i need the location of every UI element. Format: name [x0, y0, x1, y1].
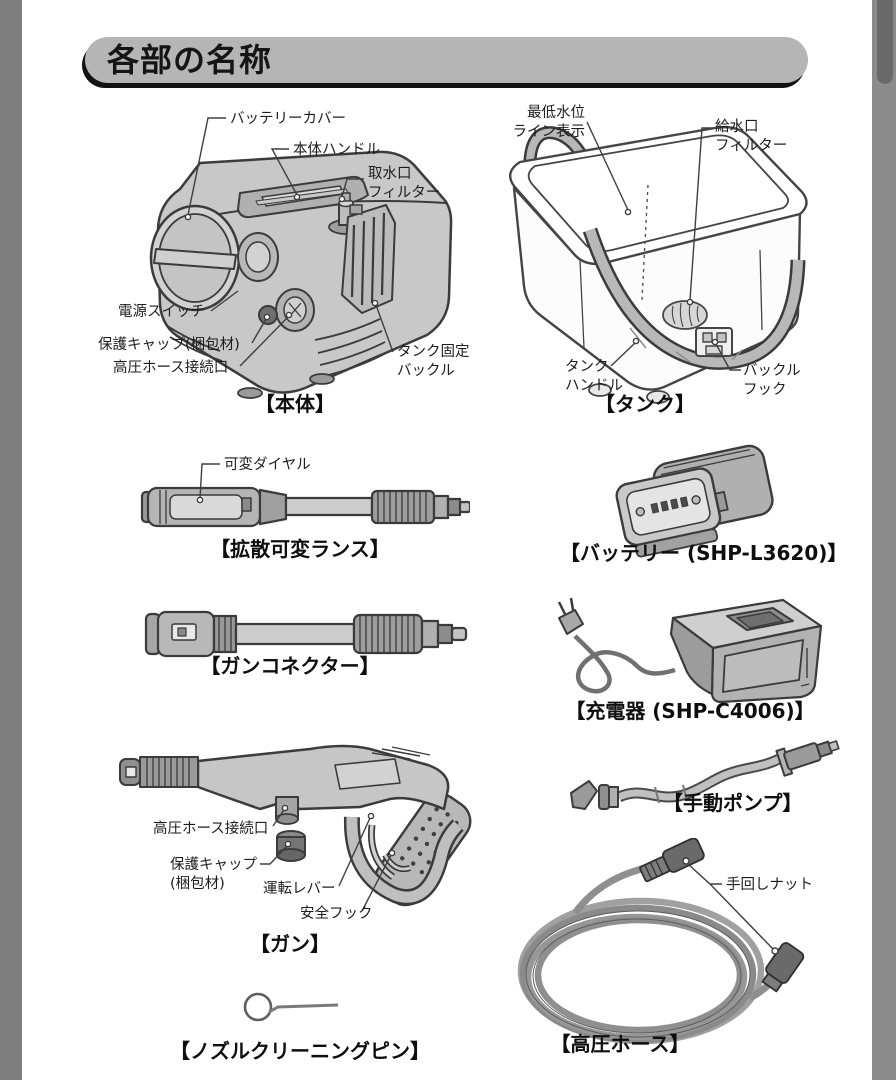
hand-pump-section: 【手動ポンプ】	[555, 735, 855, 830]
label-gun-protective-cap: 保護キャップ (梱包材)	[170, 857, 257, 892]
label-buckle-hook: バックル フック	[743, 363, 801, 398]
hose-illustration	[517, 838, 805, 1045]
lance-section: 可変ダイヤル 【拡散可変ランス】	[130, 448, 470, 563]
cleaning-pin-illustration	[243, 992, 339, 1022]
battery-illustration	[615, 444, 774, 558]
label-tank-handle: タンク ハンドル	[565, 359, 623, 394]
hand-pump-illustration	[570, 740, 840, 810]
label-hand-nut: 手回しナット	[726, 877, 813, 893]
charger-section: 【充電器 (SHP-C4006)】	[545, 588, 845, 723]
gun-illustration	[119, 744, 472, 912]
label-intake-filter: 取水口 フィルター	[368, 166, 441, 201]
scrollbar-thumb[interactable]	[877, 0, 893, 84]
label-body-handle: 本体ハンドル	[293, 142, 380, 158]
hose-section: 手回しナット 【高圧ホース】	[470, 838, 870, 1060]
label-trigger-lever: 運転レバー	[263, 881, 336, 897]
cleaning-pin-section: 【ノズルクリーニングピン】	[130, 985, 470, 1070]
caption-gun-connector: 【ガンコネクター】	[200, 654, 380, 678]
lance-illustration	[140, 463, 470, 528]
section-title-banner: 各部の名称	[85, 37, 808, 83]
page-left-margin	[0, 0, 22, 1080]
tank-section: 最低水位 ライン表示 給水口 フィルター タンク ハンドル バックル フック 【…	[480, 100, 820, 417]
label-battery-cover: バッテリーカバー	[230, 111, 346, 127]
gun-section: 高圧ホース接続口 保護キャップ (梱包材) 運転レバー 安全フック 【ガン】	[110, 725, 480, 957]
caption-lance: 【拡散可変ランス】	[210, 537, 390, 561]
caption-tank: 【タンク】	[595, 392, 695, 416]
label-hose-port: 高圧ホース接続口	[113, 360, 229, 376]
charger-illustration	[557, 597, 823, 704]
tank-illustration	[508, 121, 808, 404]
main-unit-illustration	[149, 117, 453, 399]
battery-section: 【バッテリー (SHP-L3620)】	[560, 440, 848, 565]
caption-hose: 【高圧ホース】	[550, 1032, 690, 1056]
label-variable-dial: 可変ダイヤル	[224, 457, 311, 473]
main-unit-section: バッテリーカバー 本体ハンドル 取水口 フィルター 電源スイッチ 保護キャップ(…	[90, 105, 470, 417]
gun-connector-illustration	[144, 610, 468, 658]
caption-charger: 【充電器 (SHP-C4006)】	[565, 699, 815, 723]
caption-gun: 【ガン】	[250, 932, 330, 956]
scrollbar-track[interactable]	[872, 0, 896, 1080]
label-gun-hose-port: 高圧ホース接続口	[153, 821, 269, 837]
label-tank-buckle: タンク固定 バックル	[397, 344, 470, 379]
label-inlet-filter: 給水口 フィルター	[715, 119, 788, 154]
caption-battery: 【バッテリー (SHP-L3620)】	[560, 541, 848, 565]
label-power-switch: 電源スイッチ	[118, 304, 205, 320]
page-title: 各部の名称	[107, 41, 273, 79]
label-min-water-line: 最低水位 ライン表示	[512, 105, 586, 140]
caption-cleaning-pin: 【ノズルクリーニングピン】	[170, 1039, 430, 1063]
label-safety-hook: 安全フック	[300, 906, 373, 922]
gun-connector-section: 【ガンコネクター】	[130, 598, 470, 683]
caption-hand-pump: 【手動ポンプ】	[663, 791, 803, 815]
label-protective-cap: 保護キャップ(梱包材)	[98, 337, 240, 353]
caption-main-unit: 【本体】	[255, 392, 335, 416]
